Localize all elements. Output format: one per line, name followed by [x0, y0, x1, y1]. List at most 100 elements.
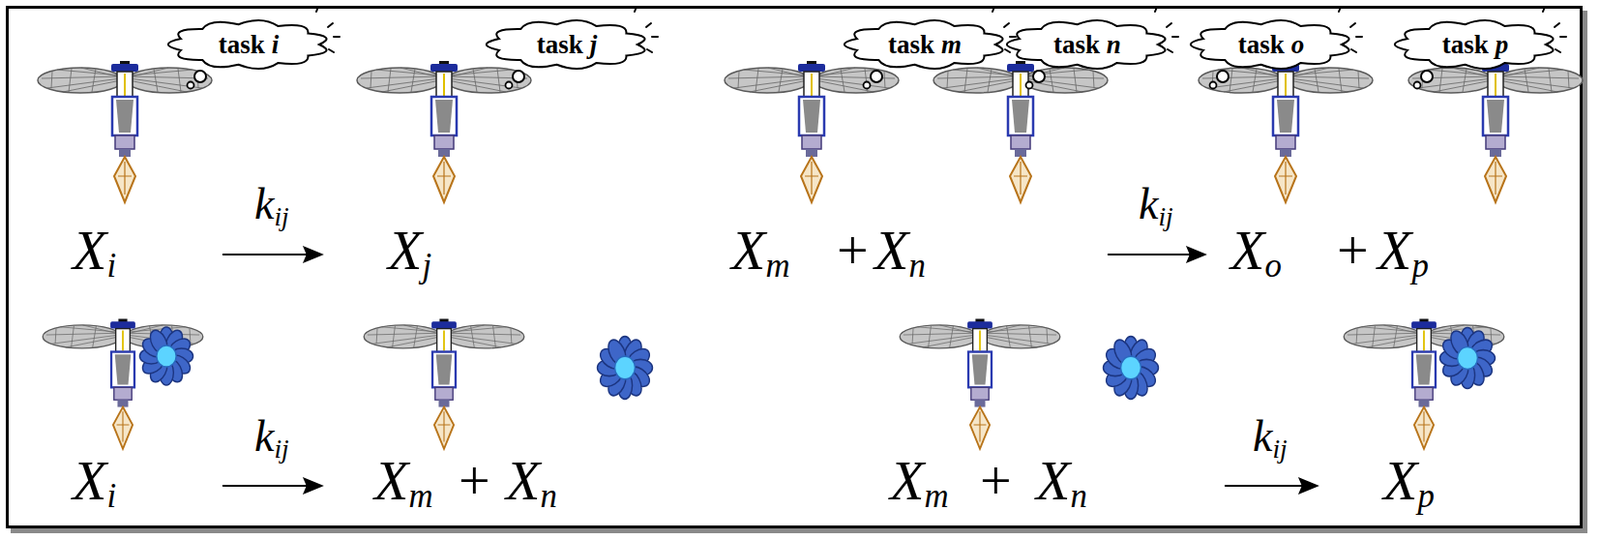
bubble-text: task p: [1442, 31, 1509, 59]
reaction-term: Xm: [889, 452, 949, 509]
thought-bubble: task n: [1009, 17, 1165, 72]
subscript: i: [106, 246, 117, 285]
subscript: ij: [1157, 201, 1173, 232]
symbol: k: [1138, 178, 1158, 229]
bubble-text: task o: [1238, 31, 1304, 59]
task-index: n: [1106, 29, 1122, 60]
reaction-term: Xp: [1383, 452, 1435, 509]
reaction-term: Xi: [72, 222, 117, 279]
subscript: p: [1417, 476, 1434, 515]
reaction-arrow: [222, 253, 310, 256]
plus-sign: +: [979, 452, 1012, 509]
arrow-head: [304, 478, 322, 493]
bubble-text: task n: [1053, 31, 1122, 59]
subscript: ij: [273, 201, 289, 232]
symbol: X: [72, 448, 107, 512]
bubble-word: task: [536, 29, 591, 60]
cloud-dashes: [1542, 6, 1567, 53]
thought-bubble: task m: [847, 17, 1003, 72]
bubble-text: task j: [536, 31, 597, 59]
robot-bee: [1198, 60, 1373, 203]
bubble-word: task: [218, 29, 272, 60]
task-index: p: [1495, 29, 1510, 60]
arrow-head: [1187, 247, 1205, 262]
symbol: k: [1252, 411, 1273, 461]
symbol: X: [1036, 448, 1070, 512]
reaction-arrow: [1107, 253, 1193, 256]
symbol: k: [254, 411, 274, 461]
robot-bee: [42, 318, 204, 448]
reaction-term: kij: [1138, 181, 1174, 227]
task-index: o: [1291, 29, 1305, 60]
symbol: X: [72, 218, 107, 282]
cloud-shape: [1394, 20, 1554, 69]
reaction-arrow: [222, 484, 310, 487]
bubble-text: task m: [888, 31, 962, 59]
reaction-term: Xn: [505, 452, 558, 509]
robot-bee: [37, 60, 212, 203]
plus-sign: +: [458, 452, 491, 509]
thought-tail: [1414, 82, 1422, 89]
reaction-term: Xn: [874, 222, 926, 279]
flower: [597, 336, 653, 400]
plus-sign: +: [1336, 222, 1369, 279]
robot-bee: [1408, 60, 1583, 203]
reaction-term: Xp: [1377, 222, 1429, 279]
arrow-head: [1300, 478, 1317, 493]
thought-bubble: task o: [1193, 17, 1349, 72]
thought-tail: [1033, 70, 1045, 83]
bubble-word: task: [888, 29, 942, 60]
reaction-term: Xm: [731, 222, 791, 279]
thought-tail: [870, 70, 883, 83]
thought-tail: [194, 70, 207, 83]
cloud-dashes: [634, 6, 658, 53]
thought-tail: [512, 70, 525, 83]
subscript: ij: [273, 433, 289, 464]
subscript: n: [908, 246, 925, 285]
subscript: o: [1264, 246, 1281, 285]
plus-sign: +: [836, 222, 869, 279]
reaction-term: Xo: [1230, 222, 1282, 279]
robot-bee: [363, 318, 525, 448]
robot-bee: [356, 60, 532, 203]
subscript: m: [923, 476, 949, 515]
thought-tail: [1026, 82, 1034, 89]
cloud-shape: [1190, 20, 1350, 69]
cloud-shape: [844, 20, 1004, 69]
task-index: j: [590, 29, 598, 60]
reaction-term: Xj: [387, 222, 432, 279]
cloud-dashes: [1338, 6, 1363, 53]
subscript: n: [539, 476, 557, 515]
symbol: X: [387, 218, 422, 282]
symbol: k: [254, 178, 274, 229]
symbol: X: [731, 218, 766, 282]
robot-bee: [1343, 318, 1505, 448]
robot-bee: [933, 60, 1108, 203]
bubble-word: task: [1238, 29, 1292, 60]
flower: [1103, 336, 1159, 400]
symbol: X: [1377, 218, 1412, 282]
cloud-shape: [168, 20, 327, 69]
symbol: X: [374, 448, 409, 512]
thought-tail: [505, 82, 513, 89]
bubble-text: task i: [218, 31, 279, 59]
cloud-shape: [1007, 20, 1166, 69]
reaction-term: kij: [1252, 414, 1288, 459]
cloud-dashes: [1155, 6, 1179, 53]
symbol: X: [1383, 448, 1418, 512]
cloud-shape: [486, 20, 646, 69]
thought-bubble: task j: [489, 17, 645, 72]
thought-bubble: task i: [171, 17, 326, 72]
arrow-head: [304, 247, 322, 262]
thought-tail: [863, 82, 871, 89]
task-index: i: [271, 29, 280, 60]
flower: [1440, 327, 1496, 389]
symbol: X: [1230, 218, 1265, 282]
task-index: m: [941, 29, 962, 60]
subscript: n: [1069, 476, 1087, 515]
subscript: ij: [1272, 433, 1287, 464]
thought-tail: [1210, 82, 1217, 89]
subscript: j: [421, 246, 432, 285]
reaction-term: Xi: [72, 452, 117, 509]
robot-bee: [899, 318, 1061, 448]
